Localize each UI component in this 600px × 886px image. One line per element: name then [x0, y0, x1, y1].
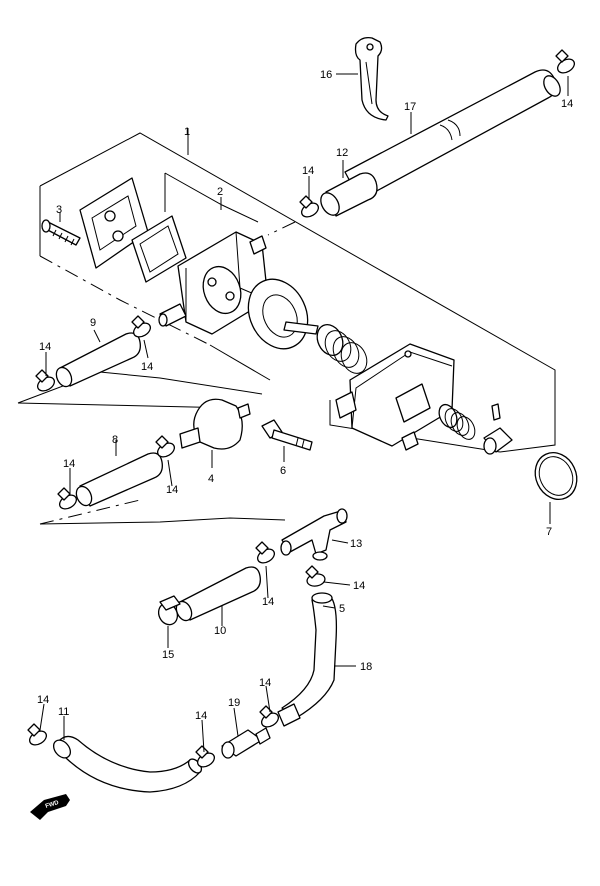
callout-19: 19 [228, 697, 240, 709]
gasket-part [131, 215, 187, 283]
callout-18: 18 [360, 661, 372, 673]
callout-1: 1 [184, 126, 190, 138]
callout-11: 11 [58, 706, 69, 718]
section-divider [17, 371, 286, 525]
hose-clamp-part [555, 49, 576, 74]
callout-14: 14 [141, 361, 153, 373]
hose-clamp-part [27, 723, 48, 746]
callout-14: 14 [63, 458, 75, 470]
callout-14: 14 [262, 596, 274, 608]
pump-body-part [158, 231, 269, 335]
short-hose-part [175, 566, 261, 622]
callout-3: 3 [56, 204, 62, 216]
callout-14: 14 [353, 580, 365, 592]
callout-6: 6 [280, 465, 286, 477]
callout-15: 15 [162, 649, 174, 661]
callout-16: 16 [320, 69, 332, 81]
callout-labels: 1 2 3 4 5 6 7 8 9 10 11 12 13 14 14 14 1… [37, 69, 573, 722]
assembly-outline [39, 132, 556, 453]
callout-14: 14 [195, 710, 207, 722]
tee-joint-part [280, 508, 348, 561]
hose-clamp-part [131, 315, 152, 338]
callout-14: 14 [561, 98, 573, 110]
long-hose-part [344, 69, 561, 201]
callout-10: 10 [214, 625, 226, 637]
callout-9: 9 [90, 317, 96, 329]
valve-plate-part [79, 177, 149, 269]
forward-arrow-icon [30, 794, 70, 820]
bottom-hose-part [52, 735, 203, 793]
hose-joint-part [221, 727, 271, 759]
callout-14: 14 [259, 677, 271, 689]
hose-clamp-part [305, 565, 326, 587]
fwd-label: FWD [45, 800, 60, 810]
callout-7: 7 [546, 526, 552, 538]
bolt-part [41, 219, 81, 246]
callout-14: 14 [37, 694, 49, 706]
hose-clamp-part [299, 195, 320, 218]
pump-cover-part [335, 343, 455, 451]
small-spring-part [438, 403, 476, 440]
callout-17: 17 [404, 101, 416, 113]
hose-clamp-part [259, 705, 280, 728]
leader-lines [39, 73, 569, 753]
callout-5: 5 [339, 603, 345, 615]
callout-4: 4 [208, 473, 214, 485]
o-ring-part [534, 452, 578, 500]
callout-14: 14 [39, 341, 51, 353]
hose-sleeve-part [320, 172, 378, 217]
check-valve-part [483, 403, 513, 455]
callout-13: 13 [350, 538, 362, 550]
short-hose-part [75, 452, 163, 507]
hose-clamp-part [35, 369, 56, 392]
bolt-part [261, 419, 313, 451]
callout-2: 2 [217, 186, 223, 198]
callout-12: 12 [336, 147, 348, 159]
hose-clamp-part [57, 487, 78, 510]
fwd-badge: FWD [30, 794, 70, 820]
curved-hose-part [277, 592, 338, 727]
callout-14: 14 [166, 484, 178, 496]
short-hose-part [55, 332, 141, 388]
hose-clamp-part [255, 541, 276, 564]
fuel-filter-part [179, 398, 251, 450]
plug-part [157, 595, 181, 626]
hose-clamp-part [195, 745, 216, 768]
callout-14: 14 [302, 165, 314, 177]
diaphragm-part [247, 278, 319, 350]
spring-part [316, 323, 368, 374]
clip-bracket-part [354, 36, 389, 121]
hose-clamp-part [155, 435, 176, 458]
callout-8: 8 [112, 434, 118, 446]
